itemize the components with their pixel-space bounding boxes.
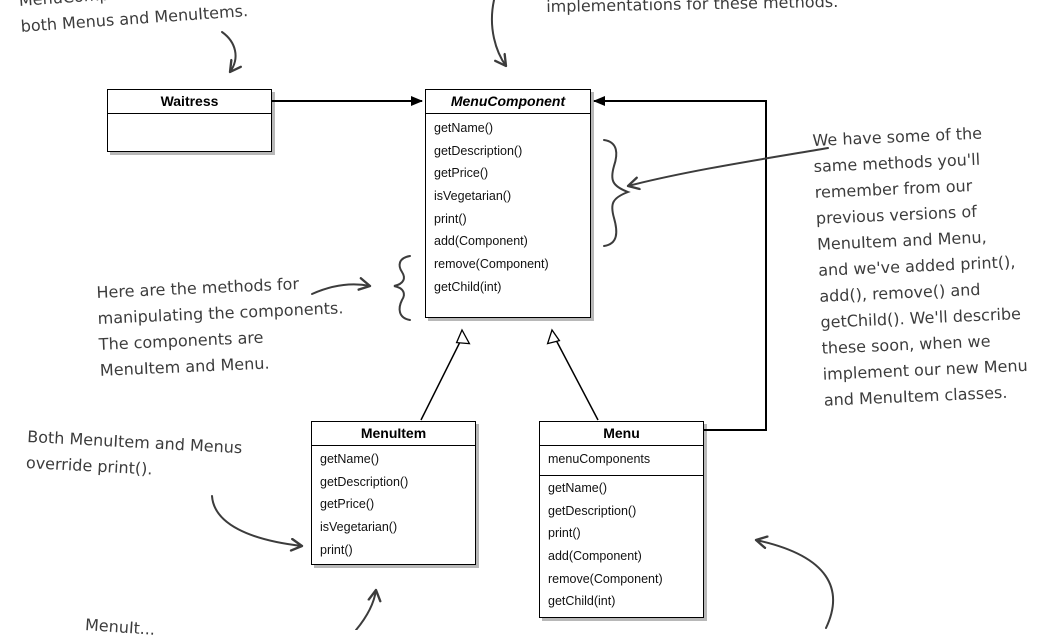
inheritance-triangle-menuitem bbox=[455, 328, 471, 345]
association-menu-menucomponent bbox=[593, 96, 767, 431]
class-waitress: Waitress bbox=[107, 89, 272, 152]
method: getName() bbox=[320, 452, 380, 466]
annotation-arrow-top-left bbox=[221, 31, 243, 74]
note-bottom-left: MenuIt... bbox=[84, 612, 156, 643]
brace-right bbox=[603, 139, 631, 247]
menu-fields: menuComponents bbox=[540, 446, 703, 476]
note-right: We have some of the same methods you'll … bbox=[812, 119, 1029, 414]
annotation-arrow-left-lower bbox=[211, 495, 304, 552]
method: isVegetarian() bbox=[434, 189, 512, 204]
inheritance-line-menuitem bbox=[420, 339, 462, 421]
method: getName() bbox=[548, 481, 608, 495]
inheritance-triangle-menu bbox=[546, 328, 561, 345]
field: menuComponents bbox=[548, 452, 651, 466]
class-name-menucomponent: MenuComponent bbox=[426, 90, 590, 114]
method: print() bbox=[320, 542, 353, 557]
method: getChild(int) bbox=[434, 279, 502, 294]
note-line: MenuIt... bbox=[84, 614, 156, 639]
class-menucomponent: MenuComponent getName() getDescription()… bbox=[425, 89, 591, 318]
method: add(Component) bbox=[548, 549, 642, 564]
brace-left bbox=[393, 255, 411, 321]
method: getName() bbox=[434, 121, 494, 135]
inheritance-line-menu bbox=[555, 339, 599, 421]
annotation-arrow-right bbox=[626, 147, 829, 191]
annotation-arrow-bottom-center bbox=[355, 588, 382, 630]
method: getPrice() bbox=[320, 497, 375, 512]
method: add(Component) bbox=[434, 234, 528, 249]
method: remove(Component) bbox=[548, 571, 663, 586]
class-name-menu: Menu bbox=[540, 422, 703, 446]
method: print() bbox=[548, 526, 581, 541]
annotation-arrow-top-center bbox=[490, 0, 508, 68]
class-name-waitress: Waitress bbox=[108, 90, 271, 114]
menu-methods: getName() getDescription() print() add(C… bbox=[540, 476, 703, 613]
annotation-arrow-bottom-right bbox=[754, 535, 835, 629]
method: getPrice() bbox=[434, 166, 489, 181]
diagram-connectors bbox=[211, 0, 835, 630]
note-left-middle: Here are the methods for manipulating th… bbox=[96, 269, 346, 384]
method: isVegetarian() bbox=[320, 520, 398, 535]
class-name-menuitem: MenuItem bbox=[312, 422, 475, 446]
method: print() bbox=[434, 211, 467, 226]
method: getChild(int) bbox=[548, 594, 616, 609]
method: getDescription() bbox=[320, 474, 409, 489]
menucomponent-methods: getName() getDescription() getPrice() is… bbox=[426, 114, 590, 299]
method: remove(Component) bbox=[434, 257, 549, 272]
class-menu: Menu menuComponents getName() getDescrip… bbox=[539, 421, 704, 618]
method: getDescription() bbox=[434, 143, 523, 158]
class-menuitem: MenuItem getName() getDescription() getP… bbox=[311, 421, 476, 565]
menuitem-methods: getName() getDescription() getPrice() is… bbox=[312, 446, 475, 561]
method: getDescription() bbox=[548, 503, 637, 518]
annotation-arrow-left-middle bbox=[311, 277, 372, 295]
